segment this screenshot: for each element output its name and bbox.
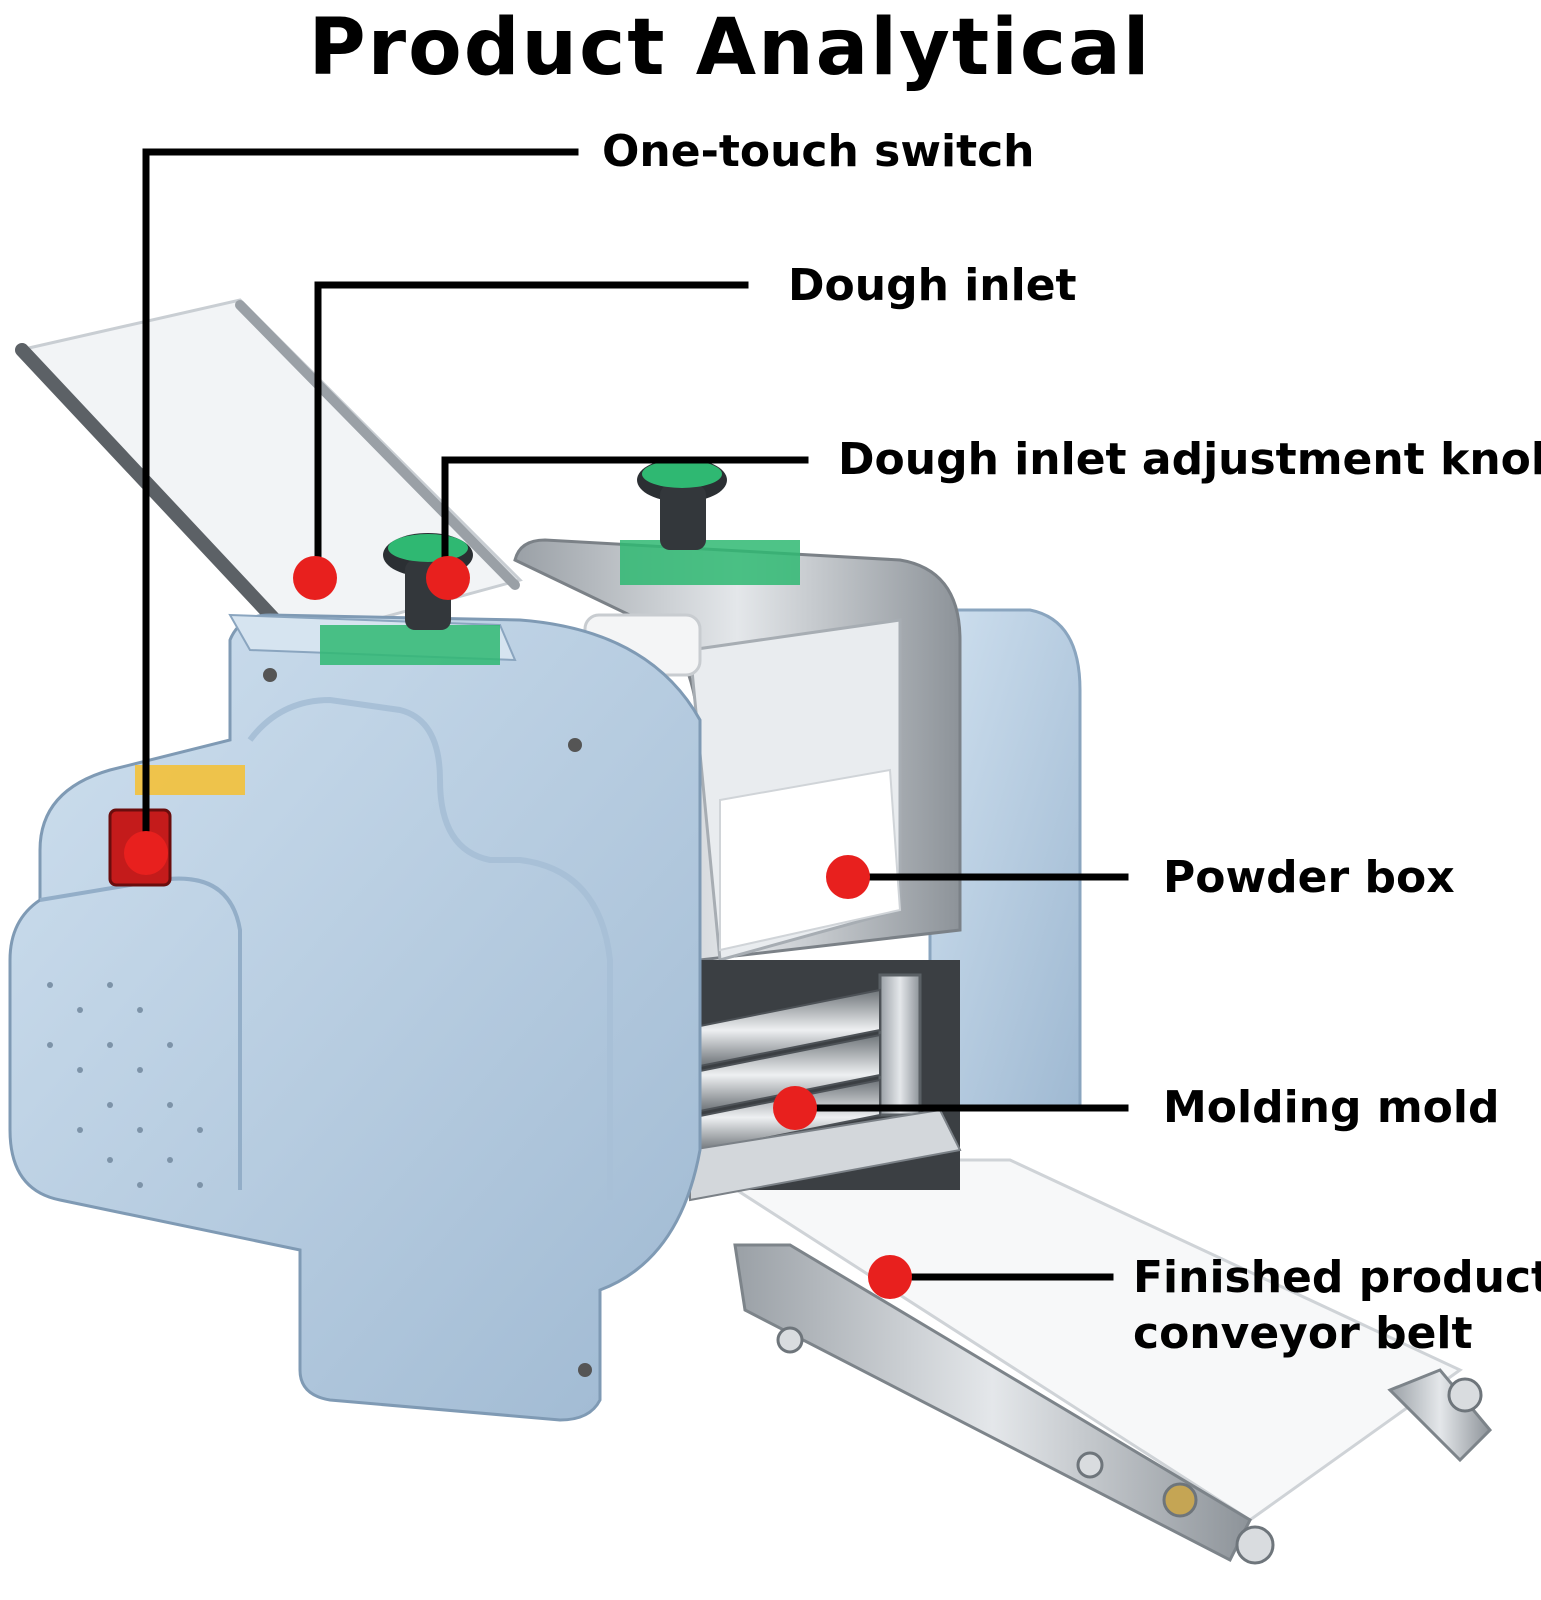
vent-holes bbox=[47, 982, 203, 1188]
marker-knob bbox=[426, 556, 470, 600]
leader-line-switch bbox=[142, 148, 579, 834]
powder-box-frame bbox=[513, 538, 962, 962]
marker-molding-mold bbox=[773, 1086, 817, 1130]
callout-conveyor-line-1: Finished product bbox=[1133, 1252, 1541, 1303]
callout-one-touch-switch: One-touch switch bbox=[602, 126, 1035, 177]
diagram-title: Product Analytical bbox=[308, 3, 1152, 93]
marker-conveyor bbox=[868, 1255, 912, 1299]
marker-powder-box bbox=[826, 855, 870, 899]
conveyor-belt bbox=[684, 1158, 1493, 1565]
marker-dough-inlet bbox=[293, 556, 337, 600]
knob-icon bbox=[637, 458, 727, 550]
markers bbox=[124, 556, 912, 1299]
leader-line-dough-inlet bbox=[314, 281, 749, 572]
callout-conveyor-line-2: conveyor belt bbox=[1133, 1308, 1473, 1359]
main-body bbox=[8, 613, 702, 1422]
right-housing bbox=[928, 608, 1082, 1112]
callout-dough-inlet: Dough inlet bbox=[788, 260, 1077, 311]
leader-lines bbox=[142, 148, 1129, 1281]
callout-molding-mold: Molding mold bbox=[1163, 1082, 1500, 1133]
callout-dough-inlet-adjustment-knob: Dough inlet adjustment knob bbox=[838, 434, 1541, 485]
callout-powder-box: Powder box bbox=[1163, 852, 1455, 903]
leader-line-knob bbox=[441, 456, 809, 574]
marker-switch bbox=[124, 831, 168, 875]
